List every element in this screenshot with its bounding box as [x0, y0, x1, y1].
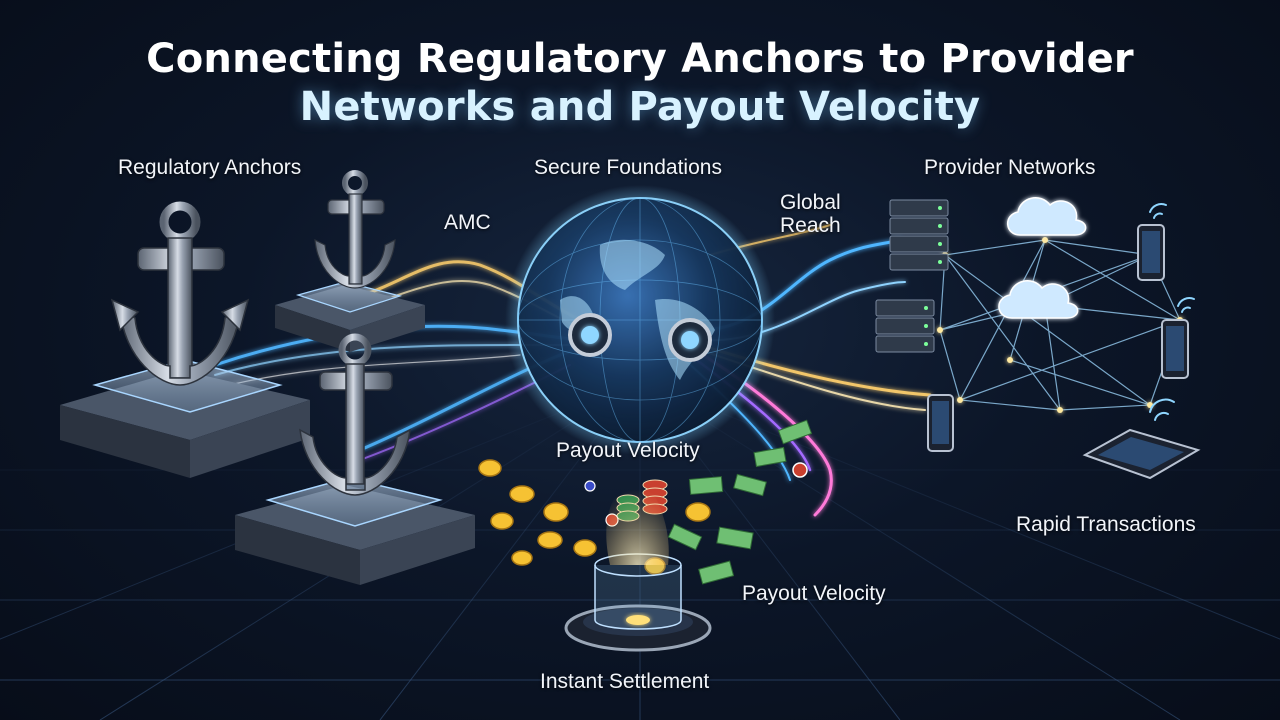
label-global-reach-line-2: Reach	[780, 214, 841, 237]
label-payout-velocity-center: Payout Velocity	[556, 439, 700, 462]
tablet-icon	[1082, 428, 1201, 480]
server-icon	[875, 299, 935, 353]
label-instant-settlement: Instant Settlement	[540, 670, 710, 693]
anchor-icon	[275, 170, 425, 352]
smartphone-icon	[1137, 224, 1165, 281]
wifi-icon	[1149, 203, 1167, 219]
title-line-1: Connecting Regulatory Anchors to Provide…	[146, 36, 1134, 82]
label-global-reach-line-1: Global	[780, 191, 841, 214]
settlement-container	[564, 470, 712, 652]
label-provider-networks: Provider Networks	[924, 156, 1096, 179]
wifi-icon	[1177, 297, 1195, 313]
server-icon	[889, 199, 949, 271]
smartphone-icon	[1161, 319, 1189, 379]
label-amc: AMC	[444, 211, 491, 234]
label-payout-velocity-right: Payout Velocity	[742, 582, 886, 605]
label-regulatory-anchors: Regulatory Anchors	[118, 156, 302, 179]
label-secure-foundations: Secure Foundations	[534, 156, 722, 179]
cloud-icon	[1007, 197, 1087, 236]
label-rapid-transactions: Rapid Transactions	[1016, 513, 1196, 536]
anchor-icon	[235, 333, 475, 585]
globe-icon	[505, 185, 775, 455]
smartphone-icon	[927, 394, 954, 452]
title-line-2: Networks and Payout Velocity	[299, 84, 981, 130]
coin-icon	[478, 459, 711, 575]
wifi-icon	[1149, 398, 1175, 421]
anchor-icon	[60, 201, 310, 478]
cloud-icon	[998, 280, 1079, 319]
cash-icon	[667, 419, 813, 585]
